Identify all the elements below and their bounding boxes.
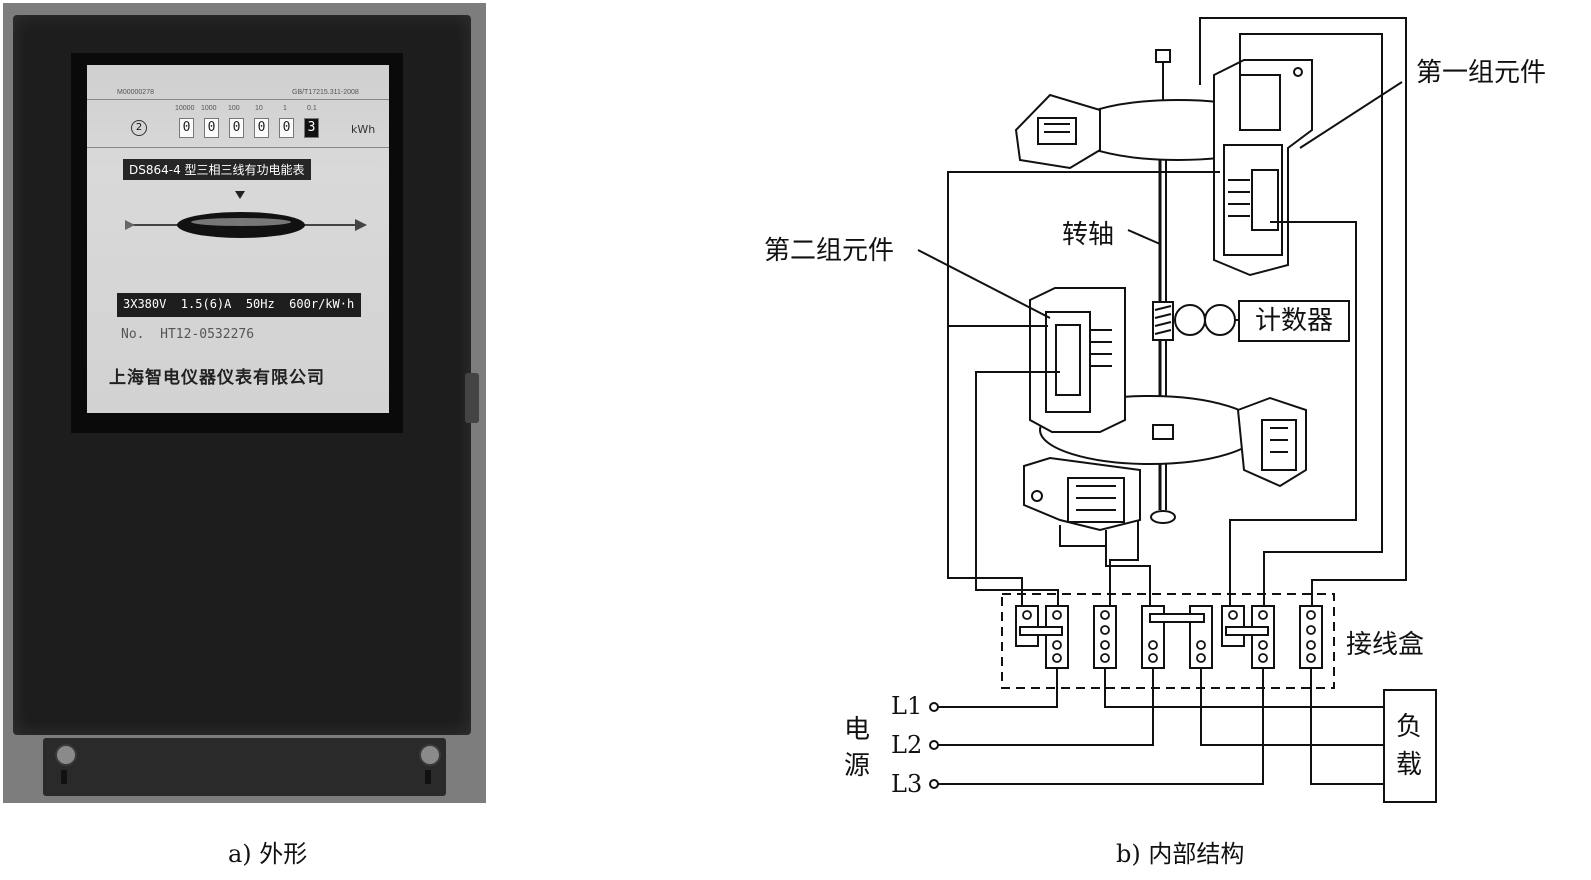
multiplier: 10000 (175, 105, 195, 112)
multiplier: 1 (283, 105, 287, 112)
terminal-box (1001, 593, 1335, 689)
leader-second-group (917, 249, 1051, 319)
divider (87, 99, 389, 100)
multiplier: 0.1 (307, 105, 317, 112)
gear-wheel-icon (1204, 304, 1236, 336)
meter-terminal-cover (43, 738, 446, 796)
rotor-disc-window (125, 191, 367, 238)
rating-bar: 3X380V 1.5(6)A 50Hz 600r/kW·h (117, 293, 361, 317)
leader-shaft (1127, 229, 1161, 245)
meter-model-label: DS864-4 型三相三线有功电能表 (123, 159, 311, 180)
label-counter: 计数器 (1238, 300, 1350, 342)
slot-icon (425, 770, 431, 784)
register-digit: 0 (204, 118, 219, 138)
meter-standard: GB/T17215.311-2008 (292, 89, 359, 96)
gear-wheel-icon (1174, 304, 1206, 336)
wire-l1 (938, 668, 1058, 708)
screw-icon (419, 744, 441, 766)
label-l1: L1 (891, 692, 923, 720)
register-digit: 0 (229, 118, 244, 138)
link-strap (1225, 626, 1269, 636)
register-digit: 0 (254, 118, 269, 138)
screw-icon (55, 744, 77, 766)
label-second-group: 第二组元件 (764, 236, 895, 266)
meter-photo: M00000278 GB/T17215.311-2008 10000 1000 … (3, 3, 486, 803)
label-l2: L2 (891, 731, 923, 759)
register-digit-decimal: 3 (304, 118, 319, 138)
terminal-blocks (1015, 605, 1323, 669)
caption-a: a) 外形 (228, 840, 308, 868)
class-mark-icon: 2 (131, 120, 147, 136)
energy-unit: kWh (351, 123, 376, 136)
pointer-icon (235, 191, 245, 199)
terminal-l2-icon (929, 740, 939, 750)
label-first-group: 第一组元件 (1416, 58, 1547, 88)
rating-text: 3X380V 1.5(6)A 50Hz 600r/kW·h (123, 297, 355, 311)
terminal-l1-icon (929, 702, 939, 712)
label-l3: L3 (891, 770, 923, 798)
divider (87, 147, 389, 148)
label-terminal-box: 接线盒 (1346, 630, 1425, 660)
seal-hook (465, 373, 479, 423)
multiplier: 1000 (201, 105, 217, 112)
multiplier: 100 (228, 105, 240, 112)
terminal-l3-icon (929, 779, 939, 789)
multiplier: 10 (255, 105, 263, 112)
register-digit: 0 (279, 118, 294, 138)
register-digit: 0 (179, 118, 194, 138)
manufacturer: 上海智电仪器仪表有限公司 (109, 368, 325, 388)
load-box (1383, 689, 1437, 803)
wire-l2 (938, 668, 1154, 746)
slot-icon (61, 770, 67, 784)
caption-b: b) 内部结构 (1116, 840, 1245, 868)
leader-first-group (1299, 81, 1403, 149)
meter-faceplate: M00000278 GB/T17215.311-2008 10000 1000 … (87, 65, 389, 413)
serial-number: No. HT12-0532276 (121, 327, 255, 342)
label-power-source: 电 源 (844, 715, 871, 781)
wire-l3 (938, 668, 1264, 785)
link-strap (1019, 626, 1063, 636)
label-load: 负 载 (1396, 712, 1423, 780)
arrow-head-icon (355, 219, 367, 231)
link-strap (1149, 613, 1205, 623)
label-shaft: 转轴 (1062, 220, 1115, 250)
meter-cert-code: M00000278 (117, 89, 154, 96)
